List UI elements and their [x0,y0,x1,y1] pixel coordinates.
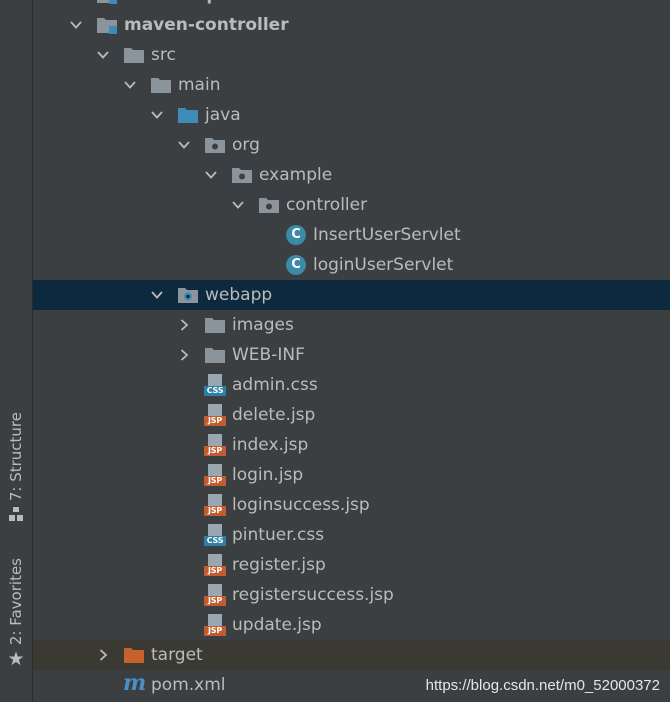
package-icon [258,194,280,216]
web-folder-icon [177,284,199,306]
chevron-down-icon[interactable] [231,198,245,212]
source-folder-icon [177,104,199,126]
tree-node-label: java [205,105,241,125]
tree-node-file[interactable]: JSP update.jsp [33,610,670,640]
tree-node-label: register.jsp [232,555,326,575]
package-icon [204,134,226,156]
tree-node-java[interactable]: java [33,100,670,130]
chevron-right-icon[interactable] [177,348,191,362]
tree-node-label: registersuccess.jsp [232,585,394,605]
package-icon [231,164,253,186]
tree-node-maven-api[interactable]: maven-api [33,0,670,10]
tree-node-file[interactable]: JSP index.jsp [33,430,670,460]
tree-node-file[interactable]: JSP delete.jsp [33,400,670,430]
jsp-file-icon: JSP [204,434,226,456]
java-class-icon: C [285,224,307,246]
tree-node-label: InsertUserServlet [313,225,461,245]
tree-node-maven-controller[interactable]: maven-controller [33,10,670,40]
tree-node-label: controller [286,195,368,215]
tree-node-label: pom.xml [151,675,226,695]
chevron-down-icon[interactable] [69,18,83,32]
folder-icon [150,74,172,96]
tree-node-label: example [259,165,333,185]
chevron-right-icon[interactable] [96,648,110,662]
css-file-icon: CSS [204,524,226,546]
tree-node-label: index.jsp [232,435,309,455]
chevron-down-icon[interactable] [96,48,110,62]
tree-node-label: maven-api [124,0,224,5]
chevron-down-icon[interactable] [150,288,164,302]
jsp-file-icon: JSP [204,494,226,516]
tree-node-label: target [151,645,203,665]
tree-node-label: org [232,135,260,155]
jsp-file-icon: JSP [204,614,226,636]
chevron-right-icon[interactable] [177,318,191,332]
tree-node-pom[interactable]: m pom.xml [33,670,670,700]
tree-node-example[interactable]: example [33,160,670,190]
maven-icon: m [123,670,147,696]
folder-icon [123,44,145,66]
tree-node-label: pintuer.css [232,525,325,545]
tree-node-file[interactable]: JSP register.jsp [33,550,670,580]
jsp-file-icon: JSP [204,554,226,576]
module-folder-icon [96,14,118,36]
tree-node-file[interactable]: CSS pintuer.css [33,520,670,550]
tree-node-target[interactable]: target [33,640,670,670]
chevron-down-icon[interactable] [123,78,137,92]
favorites-tool-tab[interactable]: 2: Favorites ★ [0,558,32,676]
tree-node-label: main [178,75,221,95]
class-icon-letter: C [286,255,306,275]
chevron-down-icon[interactable] [177,138,191,152]
tree-node-images[interactable]: images [33,310,670,340]
folder-icon [204,314,226,336]
structure-tab-label: 7: Structure [7,412,25,502]
jsp-file-icon: JSP [204,404,226,426]
chevron-down-icon[interactable] [150,108,164,122]
tree-node-file[interactable]: JSP login.jsp [33,460,670,490]
folder-icon [204,344,226,366]
tree-node-label: update.jsp [232,615,322,635]
tree-node-label: webapp [205,285,273,305]
module-folder-icon [96,0,118,6]
css-file-icon: CSS [204,374,226,396]
tree-node-label: images [232,315,294,335]
tree-node-file[interactable]: JSP loginsuccess.jsp [33,490,670,520]
tree-node-file[interactable]: CSS admin.css [33,370,670,400]
tree-node-insert-user-servlet[interactable]: C InsertUserServlet [33,220,670,250]
tree-node-label: maven-controller [124,15,289,35]
structure-icon [9,507,23,522]
chevron-down-icon[interactable] [204,168,218,182]
tree-node-label: admin.css [232,375,318,395]
tree-node-webapp[interactable]: webapp [33,280,670,310]
left-tool-strip: 7: Structure 2: Favorites ★ [0,0,33,702]
tree-node-org[interactable]: org [33,130,670,160]
tree-node-src[interactable]: src [33,40,670,70]
tree-node-controller[interactable]: controller [33,190,670,220]
watermark-url: https://blog.csdn.net/m0_52000372 [425,677,660,694]
jsp-file-icon: JSP [204,464,226,486]
structure-tool-tab[interactable]: 7: Structure [0,412,32,530]
star-icon: ★ [7,648,25,671]
tree-node-main[interactable]: main [33,70,670,100]
tree-node-file[interactable]: JSP registersuccess.jsp [33,580,670,610]
tree-node-label: delete.jsp [232,405,316,425]
tree-node-label: loginUserServlet [313,255,454,275]
favorites-tab-label: 2: Favorites [7,558,25,646]
tree-node-label: src [151,45,176,65]
excluded-folder-icon [123,644,145,666]
jsp-file-icon: JSP [204,584,226,606]
tree-node-login-user-servlet[interactable]: C loginUserServlet [33,250,670,280]
java-class-icon: C [285,254,307,276]
class-icon-letter: C [286,225,306,245]
tree-node-label: login.jsp [232,465,304,485]
tree-node-web-inf[interactable]: WEB-INF [33,340,670,370]
chevron-down-icon[interactable] [69,0,83,2]
tree-node-label: loginsuccess.jsp [232,495,370,515]
project-tree[interactable]: maven-api maven-controller src [33,0,670,702]
tree-node-label: WEB-INF [232,345,305,365]
